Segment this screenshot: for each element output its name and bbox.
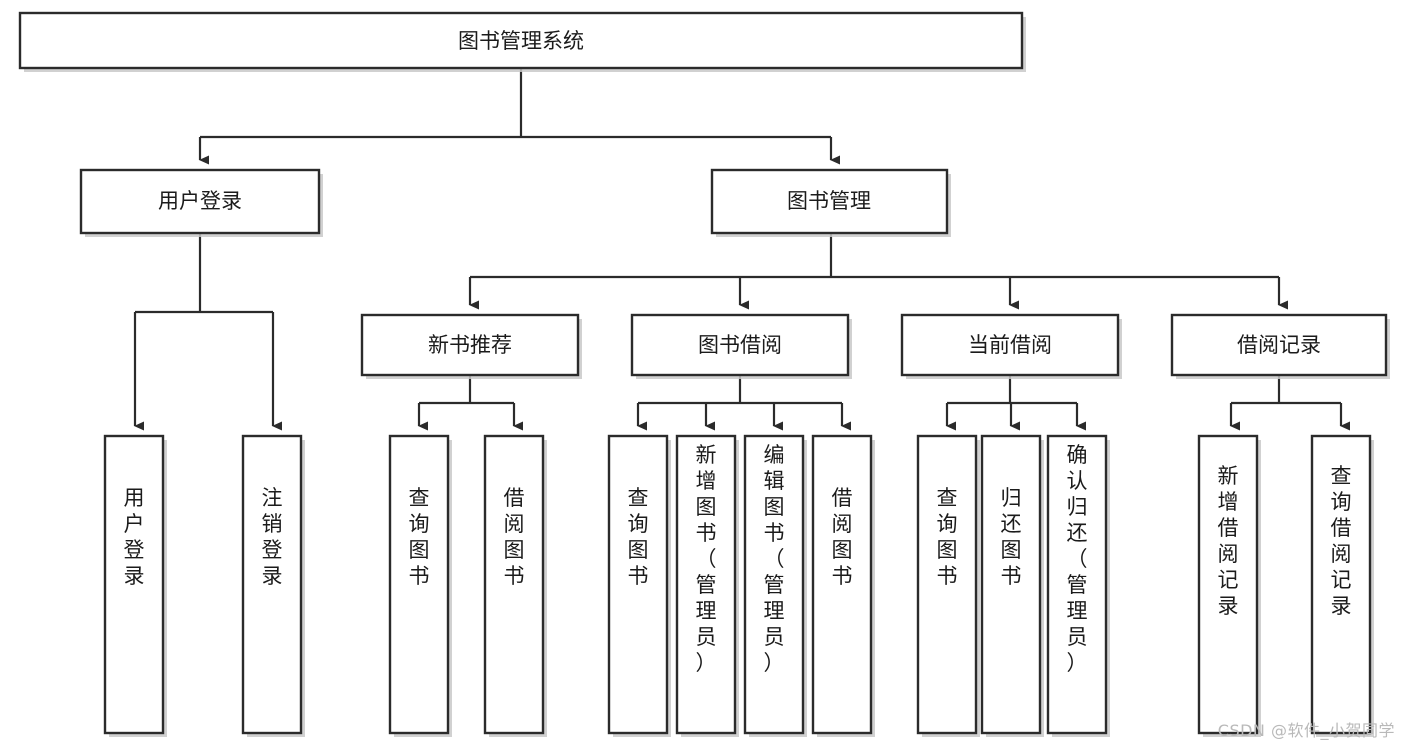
node-current-borrow[interactable]: 当前借阅 [900, 313, 1122, 379]
node-leaf-add-book[interactable]: 新增图书（管理员） [675, 434, 739, 737]
node-leaf-query-book-2[interactable]: 查询图书 [607, 434, 671, 737]
node-leaf-borrow-book-2[interactable]: 借阅图书 [811, 434, 875, 737]
node-leaf-edit-book-label: 编辑图书（管理员） [764, 443, 785, 675]
node-leaf-query-book-3-box [916, 434, 978, 735]
node-leaf-confirm-return-box [1046, 434, 1108, 735]
node-leaf-add-record[interactable]: 新增借阅记录 [1197, 434, 1261, 737]
node-leaf-confirm-return[interactable]: 确认归还（管理员） [1046, 434, 1110, 737]
node-root[interactable]: 图书管理系统 [18, 11, 1026, 72]
node-leaf-query-book-1-label: 查询图书 [409, 486, 430, 588]
node-leaf-edit-book-box [743, 434, 805, 735]
connector-current-borrow-bus [947, 375, 1077, 405]
node-book-manage-box [710, 168, 949, 235]
node-leaf-return-book[interactable]: 归还图书 [980, 434, 1044, 737]
watermark-label: CSDN @软件_小贺同学 [1217, 721, 1395, 740]
node-leaf-query-record-label: 查询借阅记录 [1331, 464, 1352, 618]
connector-borrow-record-bus [1231, 375, 1341, 405]
node-book-borrow-box [630, 313, 850, 377]
node-book-manage[interactable]: 图书管理 [710, 168, 951, 237]
node-leaf-borrow-book-1-label: 借阅图书 [504, 486, 525, 588]
node-leaf-add-book-box [675, 434, 737, 735]
node-leaf-logout-login-box [241, 434, 303, 735]
node-book-borrow-label: 图书借阅 [698, 333, 782, 357]
connector-layer [133, 68, 1350, 431]
node-leaf-query-book-3-label: 查询图书 [937, 486, 958, 588]
node-leaf-edit-book[interactable]: 编辑图书（管理员） [743, 434, 807, 737]
node-leaf-borrow-book-2-label: 借阅图书 [832, 486, 853, 588]
node-user-login-box [79, 168, 321, 235]
node-leaf-borrow-book-1[interactable]: 借阅图书 [483, 434, 547, 737]
node-leaf-add-record-box [1197, 434, 1259, 735]
node-leaf-logout-login-label: 注销登录 [262, 486, 283, 588]
node-leaf-query-record-box [1310, 434, 1372, 735]
node-leaf-confirm-return-label: 确认归还（管理员） [1067, 443, 1088, 675]
node-new-book-recommend[interactable]: 新书推荐 [360, 313, 582, 379]
node-leaf-borrow-book-1-box [483, 434, 545, 735]
node-leaf-user-login-label: 用户登录 [124, 486, 145, 588]
node-new-book-recommend-box [360, 313, 580, 377]
node-leaf-query-book-1-box [388, 434, 450, 735]
node-root-label: 图书管理系统 [458, 29, 584, 53]
node-borrow-record-label: 借阅记录 [1237, 333, 1321, 357]
node-borrow-record-box [1170, 313, 1388, 377]
node-root-box [18, 11, 1024, 70]
node-leaf-query-book-3[interactable]: 查询图书 [916, 434, 980, 737]
node-user-login[interactable]: 用户登录 [79, 168, 323, 237]
node-leaf-borrow-book-2-box [811, 434, 873, 735]
connector-root-bus [200, 68, 831, 139]
node-leaf-query-record[interactable]: 查询借阅记录 [1310, 434, 1374, 737]
node-leaf-query-book-2-label: 查询图书 [628, 486, 649, 588]
node-leaf-user-login-box [103, 434, 165, 735]
node-leaf-return-book-label: 归还图书 [1001, 486, 1022, 588]
connector-user-login-bus [135, 233, 273, 314]
node-borrow-record[interactable]: 借阅记录 [1170, 313, 1390, 379]
node-new-book-recommend-label: 新书推荐 [428, 333, 512, 357]
node-leaf-logout-login[interactable]: 注销登录 [241, 434, 305, 737]
node-book-borrow[interactable]: 图书借阅 [630, 313, 852, 379]
node-leaf-query-book-1[interactable]: 查询图书 [388, 434, 452, 737]
node-leaf-return-book-box [980, 434, 1042, 735]
connector-book-manage-bus [470, 233, 1279, 279]
node-book-manage-label: 图书管理 [787, 189, 871, 213]
node-current-borrow-label: 当前借阅 [968, 333, 1052, 357]
node-leaf-query-book-2-box [607, 434, 669, 735]
connector-book-borrow-bus [638, 375, 842, 405]
connector-new-book-bus [419, 375, 514, 405]
node-leaf-add-record-label: 新增借阅记录 [1218, 464, 1239, 618]
node-user-login-label: 用户登录 [158, 189, 242, 213]
node-current-borrow-box [900, 313, 1120, 377]
node-leaf-user-login[interactable]: 用户登录 [103, 434, 167, 737]
node-leaf-add-book-label: 新增图书（管理员） [696, 443, 717, 675]
